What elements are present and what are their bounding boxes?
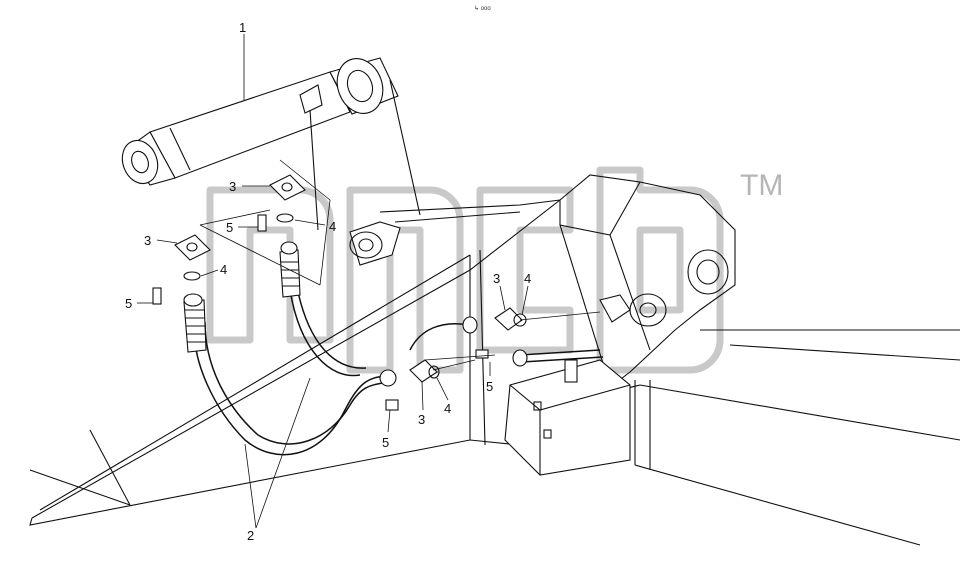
boom-arm (29, 174, 961, 546)
callout-flange-mid: 3 (418, 412, 425, 427)
callout-oring-upper: 4 (329, 219, 336, 234)
callout-hoses: 2 (247, 528, 254, 543)
flanges-and-seals (152, 159, 631, 411)
callout-bolt-mid: 5 (382, 435, 389, 450)
callout-bolt-left: 5 (125, 296, 132, 311)
top-mark: ↳ ooo (474, 5, 491, 12)
callout-oring-mid: 4 (444, 401, 451, 416)
callout-flange-right: 3 (493, 271, 500, 286)
watermark-logo: TM (206, 166, 783, 374)
callout-oring-right: 4 (524, 271, 531, 286)
callout-flange-left: 3 (144, 233, 151, 248)
callout-flange-upper: 3 (229, 179, 236, 194)
trademark-mark: TM (740, 169, 783, 202)
callout-cylinder: 1 (239, 20, 246, 35)
hydraulic-cylinder (121, 57, 421, 231)
callout-bolt-right: 5 (486, 379, 493, 394)
hydraulic-hoses (183, 241, 604, 456)
callout-oring-left: 4 (220, 262, 227, 277)
callout-labels: 1 2 3 4 5 3 4 5 3 4 5 3 4 5 (125, 20, 531, 543)
callout-bolt-upper: 5 (226, 220, 233, 235)
